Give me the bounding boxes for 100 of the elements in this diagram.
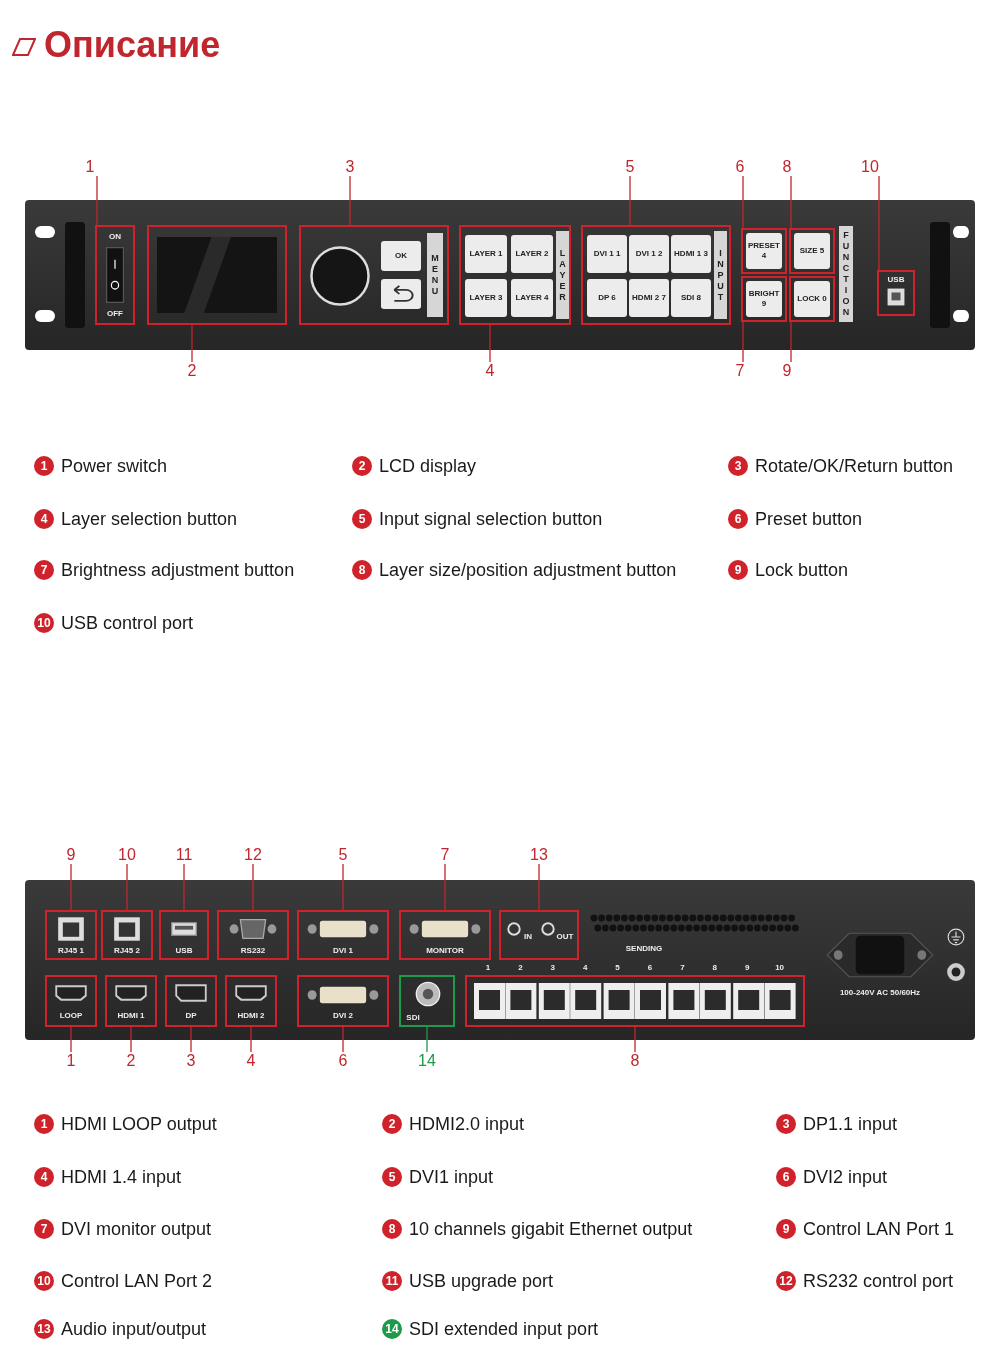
leader-line [538, 863, 540, 911]
legend-text: DVI monitor output [61, 1218, 212, 1240]
leader-line [629, 175, 631, 226]
number-badge: 5 [352, 509, 372, 529]
leader-line [130, 1026, 132, 1053]
leader-line [426, 1026, 428, 1053]
legend-text: HDMI2.0 input [409, 1113, 525, 1135]
device-key: BRIGHT 9 [746, 281, 782, 317]
leader-line [126, 863, 128, 911]
panel-label: INPUT [714, 231, 727, 319]
device-key: SIZE 5 [794, 233, 830, 269]
leader-line [96, 175, 98, 226]
port-number: 8 [711, 963, 718, 973]
panel-label: RS232 [239, 946, 267, 956]
leader-line [342, 1026, 344, 1053]
callout-number: 11 [170, 846, 198, 864]
callout-number: 13 [525, 846, 553, 864]
number-badge: 6 [776, 1167, 796, 1187]
number-badge: 2 [352, 456, 372, 476]
panel-label: OFF [106, 309, 124, 319]
highlight-frame [877, 270, 915, 316]
leader-line [191, 324, 193, 363]
legend-text: DVI1 input [409, 1166, 494, 1188]
highlight-frame [95, 225, 135, 325]
number-badge: 3 [776, 1114, 796, 1134]
callout-number: 5 [616, 158, 644, 176]
leader-line [742, 321, 744, 363]
legend-text: LCD display [379, 455, 477, 477]
callout-number: 1 [57, 1052, 85, 1070]
legend-text: Preset button [755, 508, 863, 530]
callout-number: 7 [431, 846, 459, 864]
legend-text: Rotate/OK/Return button [755, 455, 954, 477]
legend-text: Control LAN Port 2 [61, 1270, 213, 1292]
number-badge: 4 [34, 509, 54, 529]
device-key: DVI 1 2 [629, 235, 669, 273]
number-badge: 9 [728, 560, 748, 580]
legend-text: Layer selection button [61, 508, 238, 530]
legend-text: 10 channels gigabit Ethernet output [409, 1218, 693, 1240]
legend-text: Audio input/output [61, 1318, 207, 1340]
legend-text: Input signal selection button [379, 508, 603, 530]
leader-line [790, 321, 792, 363]
port-number: 7 [679, 963, 686, 973]
number-badge: 8 [382, 1219, 402, 1239]
number-badge: 10 [34, 613, 54, 633]
leader-line [190, 1026, 192, 1053]
panel-label: 100-240V AC 50/60Hz [838, 988, 922, 998]
highlight-frame [459, 225, 571, 325]
panel-label: DVI 1 [332, 946, 354, 956]
highlight-frame [299, 225, 449, 325]
callout-number: 8 [621, 1052, 649, 1070]
leader-line [489, 324, 491, 363]
port-number: 4 [581, 963, 589, 973]
number-badge: 7 [34, 1219, 54, 1239]
callout-number: 2 [178, 362, 206, 380]
legend-text: SDI extended input port [409, 1318, 599, 1340]
leader-line [70, 863, 72, 911]
highlight-frame [499, 910, 579, 960]
leader-line [252, 863, 254, 911]
highlight-frame [45, 975, 97, 1027]
callout-number: 14 [413, 1052, 441, 1070]
leader-line [183, 863, 185, 911]
number-badge: 10 [34, 1271, 54, 1291]
port-number: 6 [646, 963, 654, 973]
number-badge: 5 [382, 1167, 402, 1187]
legend-text: Lock button [755, 559, 849, 581]
device-key: PRESET 4 [746, 233, 782, 269]
legend-text: HDMI LOOP output [61, 1113, 217, 1135]
number-badge: 8 [352, 560, 372, 580]
panel-label: DVI 2 [332, 1011, 354, 1021]
panel-label: DP [184, 1011, 198, 1021]
highlight-frame [105, 975, 157, 1027]
panel-label: SDI [405, 1013, 421, 1023]
panel-label: USB [174, 946, 194, 956]
callout-number: 12 [239, 846, 267, 864]
callout-number: 4 [237, 1052, 265, 1070]
device-key: DVI 1 1 [587, 235, 627, 273]
highlight-frame [45, 910, 97, 960]
device-key: LAYER 3 [465, 279, 507, 317]
port-number: 1 [484, 963, 492, 973]
callout-number: 6 [329, 1052, 357, 1070]
leader-line [349, 175, 351, 226]
number-badge: 11 [382, 1271, 402, 1291]
callout-number: 2 [117, 1052, 145, 1070]
panel-label: LAYER [556, 231, 569, 319]
device-key: LAYER 1 [465, 235, 507, 273]
number-badge: 1 [34, 456, 54, 476]
leader-line [878, 175, 880, 271]
number-badge: 3 [728, 456, 748, 476]
callout-number: 6 [726, 158, 754, 176]
device-key: LOCK 0 [794, 281, 830, 317]
device-key: HDMI 2 7 [629, 279, 669, 317]
port-number: 5 [614, 963, 621, 973]
highlight-frame [101, 910, 153, 960]
panel-label: ON [108, 232, 122, 242]
device-key: HDMI 1 3 [671, 235, 711, 273]
legend-text: DVI2 input [803, 1166, 888, 1188]
panel-label: MONITOR [425, 946, 465, 956]
highlight-frame [297, 910, 389, 960]
leader-line [70, 1026, 72, 1053]
leader-line [742, 175, 744, 229]
